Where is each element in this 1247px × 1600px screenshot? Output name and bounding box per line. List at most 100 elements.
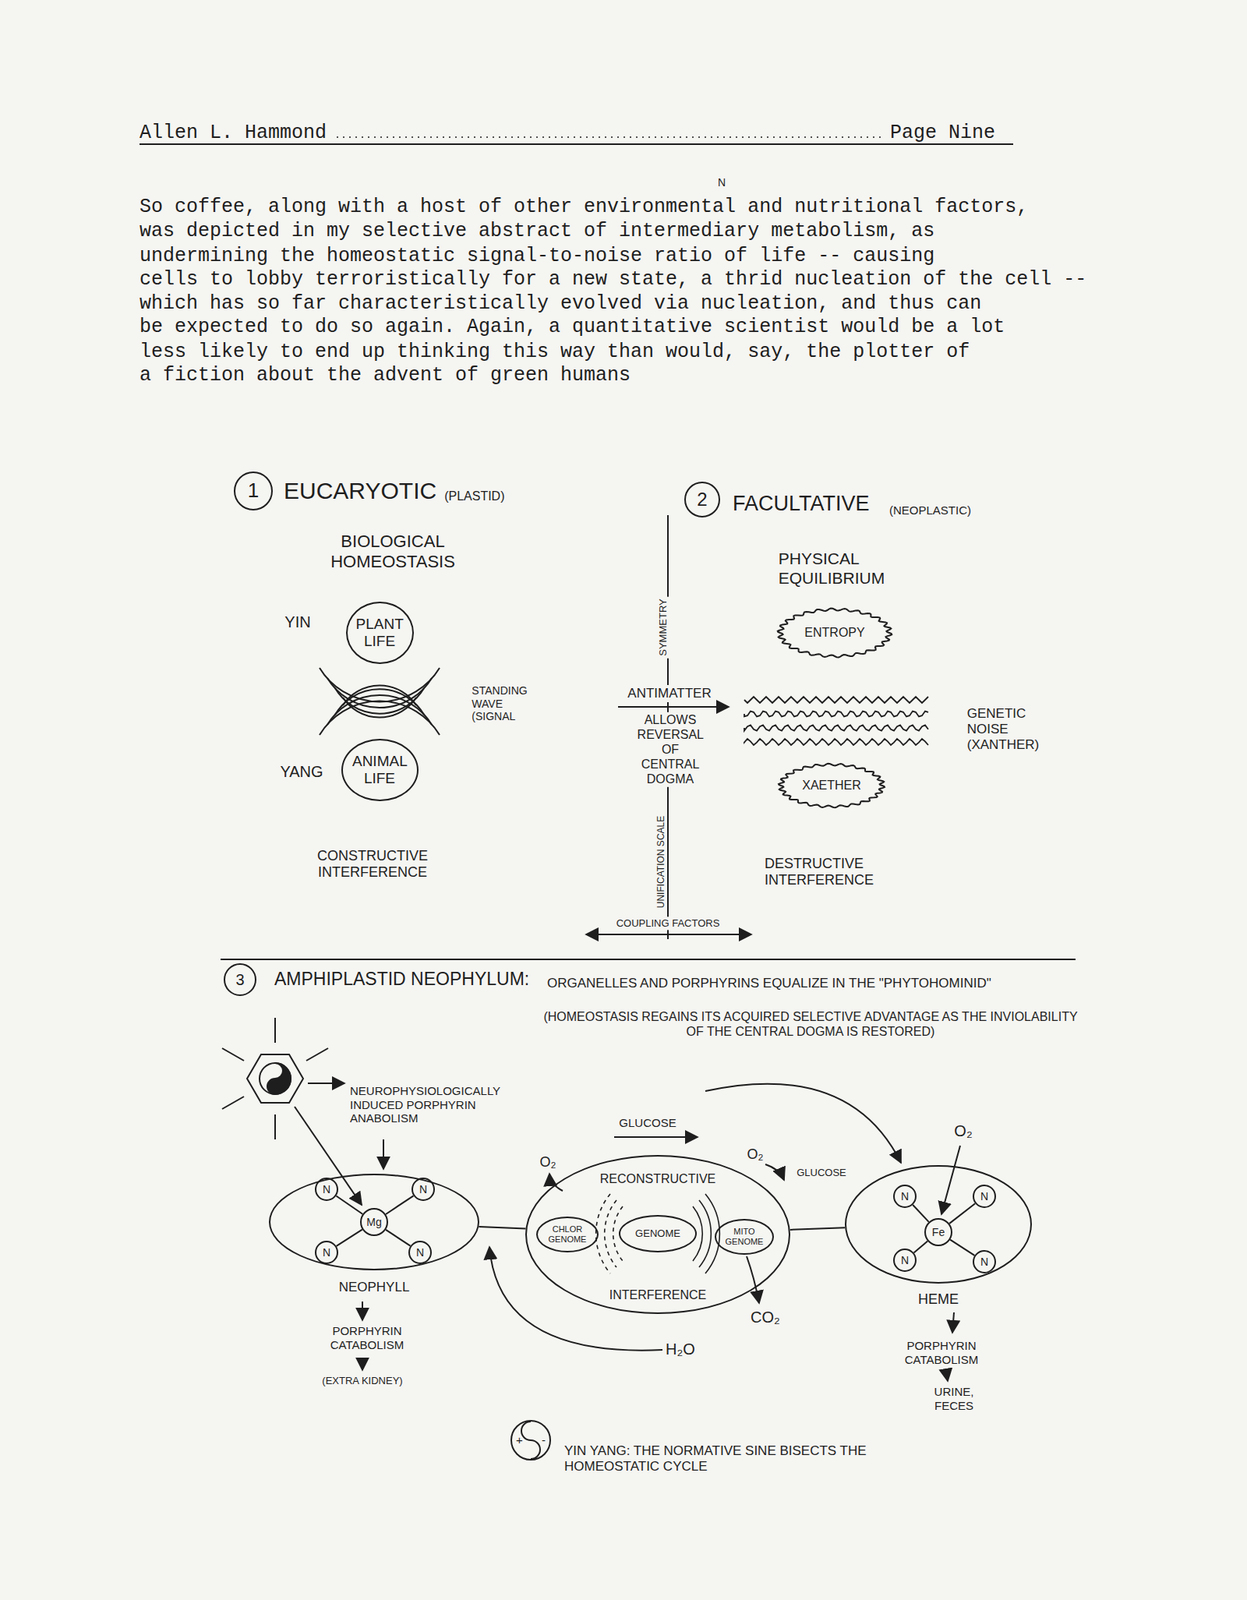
node-text: ENTROPY — [804, 625, 865, 640]
hand-label: UNIFICATION SCALE — [654, 813, 668, 911]
axis-arrow — [618, 706, 729, 708]
bond-line — [950, 1239, 975, 1256]
hand-label: O₂ — [540, 1154, 557, 1171]
hand-label: O₂ — [747, 1146, 764, 1163]
node-text: GENOME — [635, 1228, 681, 1240]
hand-label: ALLOWS REVERSAL OF CENTRAL DOGMA — [635, 712, 707, 788]
node-text: Fe — [932, 1225, 945, 1239]
arrow — [952, 1312, 954, 1333]
hand-label: CO₂ — [750, 1308, 781, 1328]
hand-label: (EXTRA KIDNEY) — [321, 1374, 403, 1387]
arrow — [361, 1301, 364, 1321]
circle-node: N — [314, 1240, 339, 1265]
interference-arcs — [596, 1194, 721, 1274]
node-text: Mg — [366, 1215, 382, 1229]
circle-node: N — [411, 1177, 435, 1202]
circle-node: Mg — [360, 1208, 389, 1237]
hand-label: AMPHIPLASTID NEOPHYLUM: — [274, 968, 530, 990]
node-text: - — [541, 1433, 546, 1447]
cell-ellipse: RECONSTRUCTIVE INTERFERENCE CHLOR GENOME GE… — [525, 1155, 791, 1315]
genetic-noise-waves — [744, 696, 929, 746]
arrow — [382, 1139, 385, 1170]
hand-label: ORGANELLES AND PORPHYRINS EQUALIZE IN TH… — [547, 975, 992, 992]
hand-label: (NEOPLASTIC) — [889, 503, 972, 518]
hand-label: YIN YANG: THE NORMATIVE SINE BISECTS THE… — [564, 1443, 939, 1475]
hand-label: YANG — [279, 763, 323, 782]
circle-node: ANIMAL LIFE — [341, 738, 419, 802]
noise-wave — [744, 711, 929, 718]
typed-text: less likely to end up thinking this way … — [139, 340, 970, 364]
hand-label: (HOMEOSTASIS REGAINS ITS ACQUIRED SELECT… — [537, 1010, 1084, 1040]
circle-node: N — [893, 1184, 917, 1209]
circle-node: 1 — [233, 471, 273, 511]
hand-label: FACULTATIVE — [732, 491, 870, 517]
typed-text: Page Nine — [890, 121, 996, 145]
hand-label: PORPHYRIN CATABOLISM — [330, 1324, 404, 1352]
wavy-ellipse: XAETHER — [777, 760, 887, 811]
node-text: N — [980, 1190, 989, 1203]
node-text: INTERFERENCE — [609, 1288, 707, 1303]
node-text: N — [419, 1183, 428, 1196]
arrow — [705, 1084, 901, 1163]
circle-node: GENOME — [618, 1215, 697, 1253]
arrow — [946, 1371, 948, 1382]
bond-line — [949, 1203, 975, 1224]
arrow — [941, 1145, 961, 1215]
circle-node: N — [893, 1248, 917, 1272]
cell-ellipse: HEMENNNNFe — [844, 1165, 1032, 1284]
node-text: ANIMAL LIFE — [352, 752, 407, 788]
bond-line — [478, 1226, 526, 1230]
hand-label: GLUCOSE — [796, 1166, 847, 1179]
bond-line — [385, 1229, 411, 1247]
typed-text: cells to lobby terroristically for a new… — [139, 268, 1087, 292]
wavy-ellipse: ENTROPY — [776, 605, 894, 661]
hand-label: ANTIMATTER — [625, 685, 714, 703]
bond-line — [336, 1229, 363, 1247]
cell-ellipse: NEOPHYLLNNNNMg — [268, 1173, 480, 1271]
noise-wave — [744, 738, 929, 746]
circle-node: N — [972, 1250, 997, 1274]
node-text: RECONSTRUCTIVE — [600, 1172, 716, 1187]
node-text: MITO GENOME — [725, 1226, 764, 1247]
arrow — [765, 1164, 785, 1180]
hand-label: N — [717, 176, 726, 190]
typed-text: undermining the homeostatic signal-to-no… — [139, 244, 935, 269]
node-text: CHLOR GENOME — [548, 1224, 587, 1244]
arrow — [746, 1256, 760, 1304]
bond-line — [335, 1196, 363, 1215]
circle-node: MITO GENOME — [714, 1218, 774, 1255]
hand-label: GENETIC NOISE (XANTHER) — [967, 706, 1040, 753]
circle-node: N — [314, 1177, 339, 1202]
hand-label: NEUROPHYSIOLOGICALLY INDUCED PORPHYRIN A… — [349, 1084, 501, 1126]
hand-label: CONSTRUCTIVE INTERFERENCE — [317, 847, 428, 881]
circle-node: 3 — [223, 963, 257, 997]
node-text: N — [322, 1246, 331, 1259]
node-text: XAETHER — [801, 778, 862, 793]
typed-text: was depicted in my selective abstract of… — [139, 219, 935, 244]
noise-wave — [744, 696, 929, 703]
axis-arrow — [586, 933, 752, 936]
circle-node: N — [408, 1240, 432, 1265]
hand-label: BIOLOGICAL HOMEOSTASIS — [330, 531, 456, 573]
node-text: N — [416, 1246, 424, 1259]
circle-node: Fe — [924, 1218, 953, 1247]
hand-label: EUCARYOTIC — [283, 476, 437, 505]
node-text: NEOPHYLL — [339, 1279, 410, 1296]
node-text: PLANT LIFE — [356, 615, 404, 650]
node-text: HEME — [918, 1291, 959, 1308]
arrow — [361, 1357, 364, 1371]
node-text: 2 — [696, 488, 707, 511]
typed-text: which has so far characteristically evol… — [139, 292, 982, 316]
arrow — [549, 1173, 563, 1191]
circle-node: CHLOR GENOME — [536, 1216, 599, 1253]
node-text: + — [515, 1433, 523, 1447]
standing-wave — [319, 667, 440, 735]
hand-label: PHYSICAL EQUILIBRIUM — [778, 549, 886, 589]
hand-label: DESTRUCTIVE INTERFERENCE — [764, 855, 874, 889]
hand-label: STANDING WAVE (SIGNAL — [471, 684, 527, 724]
hand-label: COUPLING FACTORS — [614, 916, 723, 930]
circle-node: PLANT LIFE — [346, 601, 414, 665]
node-text: N — [980, 1255, 989, 1269]
typed-text: be expected to do so again. Again, a qua… — [139, 315, 1005, 340]
divider-line — [220, 958, 1076, 961]
